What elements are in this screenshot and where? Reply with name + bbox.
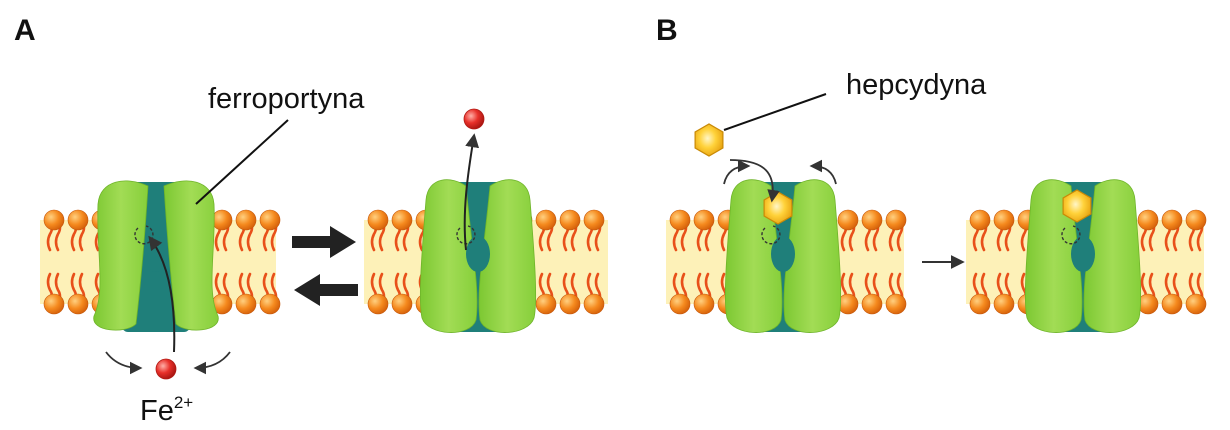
lipid-head-icon	[861, 293, 883, 315]
iron-entry-arrow-icon	[148, 235, 176, 353]
lipid-head-icon	[993, 209, 1015, 231]
lipid-head-icon	[235, 293, 257, 315]
lipid-head-icon	[535, 209, 557, 231]
panel-a-letter: A	[14, 14, 36, 47]
iron-ion-icon	[155, 358, 177, 380]
iron-approach-left-arrow-icon	[105, 351, 143, 375]
reverse-arrow-icon	[294, 274, 358, 306]
pore	[1071, 236, 1095, 272]
right-subunit	[478, 179, 537, 333]
pore	[771, 236, 795, 272]
lipid-head-icon	[1185, 293, 1207, 315]
lipid-head-icon	[259, 209, 281, 231]
panel-b-letter: B	[656, 14, 678, 47]
ferroportin-outward-open	[419, 179, 537, 333]
hepcidin-label: hepcydyna	[846, 69, 987, 101]
exported-iron-ion-icon	[463, 108, 485, 130]
lipid-head-icon	[367, 209, 389, 231]
lipid-head-icon	[67, 293, 89, 315]
lipid-head-icon	[1161, 209, 1183, 231]
lipid-head-icon	[559, 293, 581, 315]
ferroportin-leader-line	[195, 119, 289, 205]
transition-arrows	[292, 226, 358, 306]
lipid-head-icon	[583, 209, 605, 231]
left-subunit	[419, 179, 478, 333]
hepcidin-molecule-icon	[694, 123, 724, 157]
iron-binding-site-icon	[1061, 225, 1081, 245]
forward-arrow-icon	[292, 226, 356, 258]
lipid-head-icon	[367, 293, 389, 315]
lipid-head-icon	[391, 209, 413, 231]
lipid-head-icon	[837, 209, 859, 231]
lipid-head-icon	[211, 209, 233, 231]
iron-binding-site-icon	[761, 225, 781, 245]
right-subunit	[1083, 179, 1142, 333]
lipid-head-icon	[535, 293, 557, 315]
ferroportin-transporters	[93, 123, 1142, 333]
lipid-head-icon	[693, 293, 715, 315]
lipid-head-icon	[993, 293, 1015, 315]
lipid-head-icon	[1185, 209, 1207, 231]
gate-close-right-arrow-icon	[809, 159, 837, 185]
ferroportin-hepcidin-bound	[724, 179, 842, 333]
lipid-head-icon	[235, 209, 257, 231]
lipid-head-icon	[559, 209, 581, 231]
right-subunit	[783, 179, 842, 333]
lipid-head-icon	[885, 209, 907, 231]
iron-label: Fe2+	[140, 393, 193, 427]
left-subunit	[1024, 179, 1083, 333]
lipid-head-icon	[885, 293, 907, 315]
ferroportin-inward-open	[93, 180, 219, 332]
iron-binding-site-icon	[456, 225, 476, 245]
iron-approach-right-arrow-icon	[193, 351, 231, 375]
iron-exit-arrow-icon	[463, 133, 480, 251]
lipid-head-icon	[969, 209, 991, 231]
lipid-head-icon	[67, 209, 89, 231]
bound-hepcidin-icon	[1062, 189, 1092, 223]
lipid-head-icon	[969, 293, 991, 315]
ferroportin-hepcidin-internalized	[1024, 179, 1142, 333]
pore	[466, 236, 490, 272]
lipid-head-icon	[669, 293, 691, 315]
iron-binding-site-icon	[134, 225, 154, 245]
ferroportin-label: ferroportyna	[208, 83, 365, 115]
lipid-head-icon	[693, 209, 715, 231]
lipid-head-icon	[861, 209, 883, 231]
lipid-head-icon	[391, 293, 413, 315]
lipid-head-icon	[259, 293, 281, 315]
lipid-head-icon	[1137, 209, 1159, 231]
lipid-head-icon	[669, 209, 691, 231]
lipid-head-icon	[1161, 293, 1183, 315]
lipid-head-icon	[43, 209, 65, 231]
left-subunit	[93, 180, 149, 331]
hepcidin-leader-line	[723, 93, 827, 131]
lipid-head-icon	[43, 293, 65, 315]
lipid-head-icon	[583, 293, 605, 315]
gate-close-left-arrow-icon	[723, 159, 751, 185]
